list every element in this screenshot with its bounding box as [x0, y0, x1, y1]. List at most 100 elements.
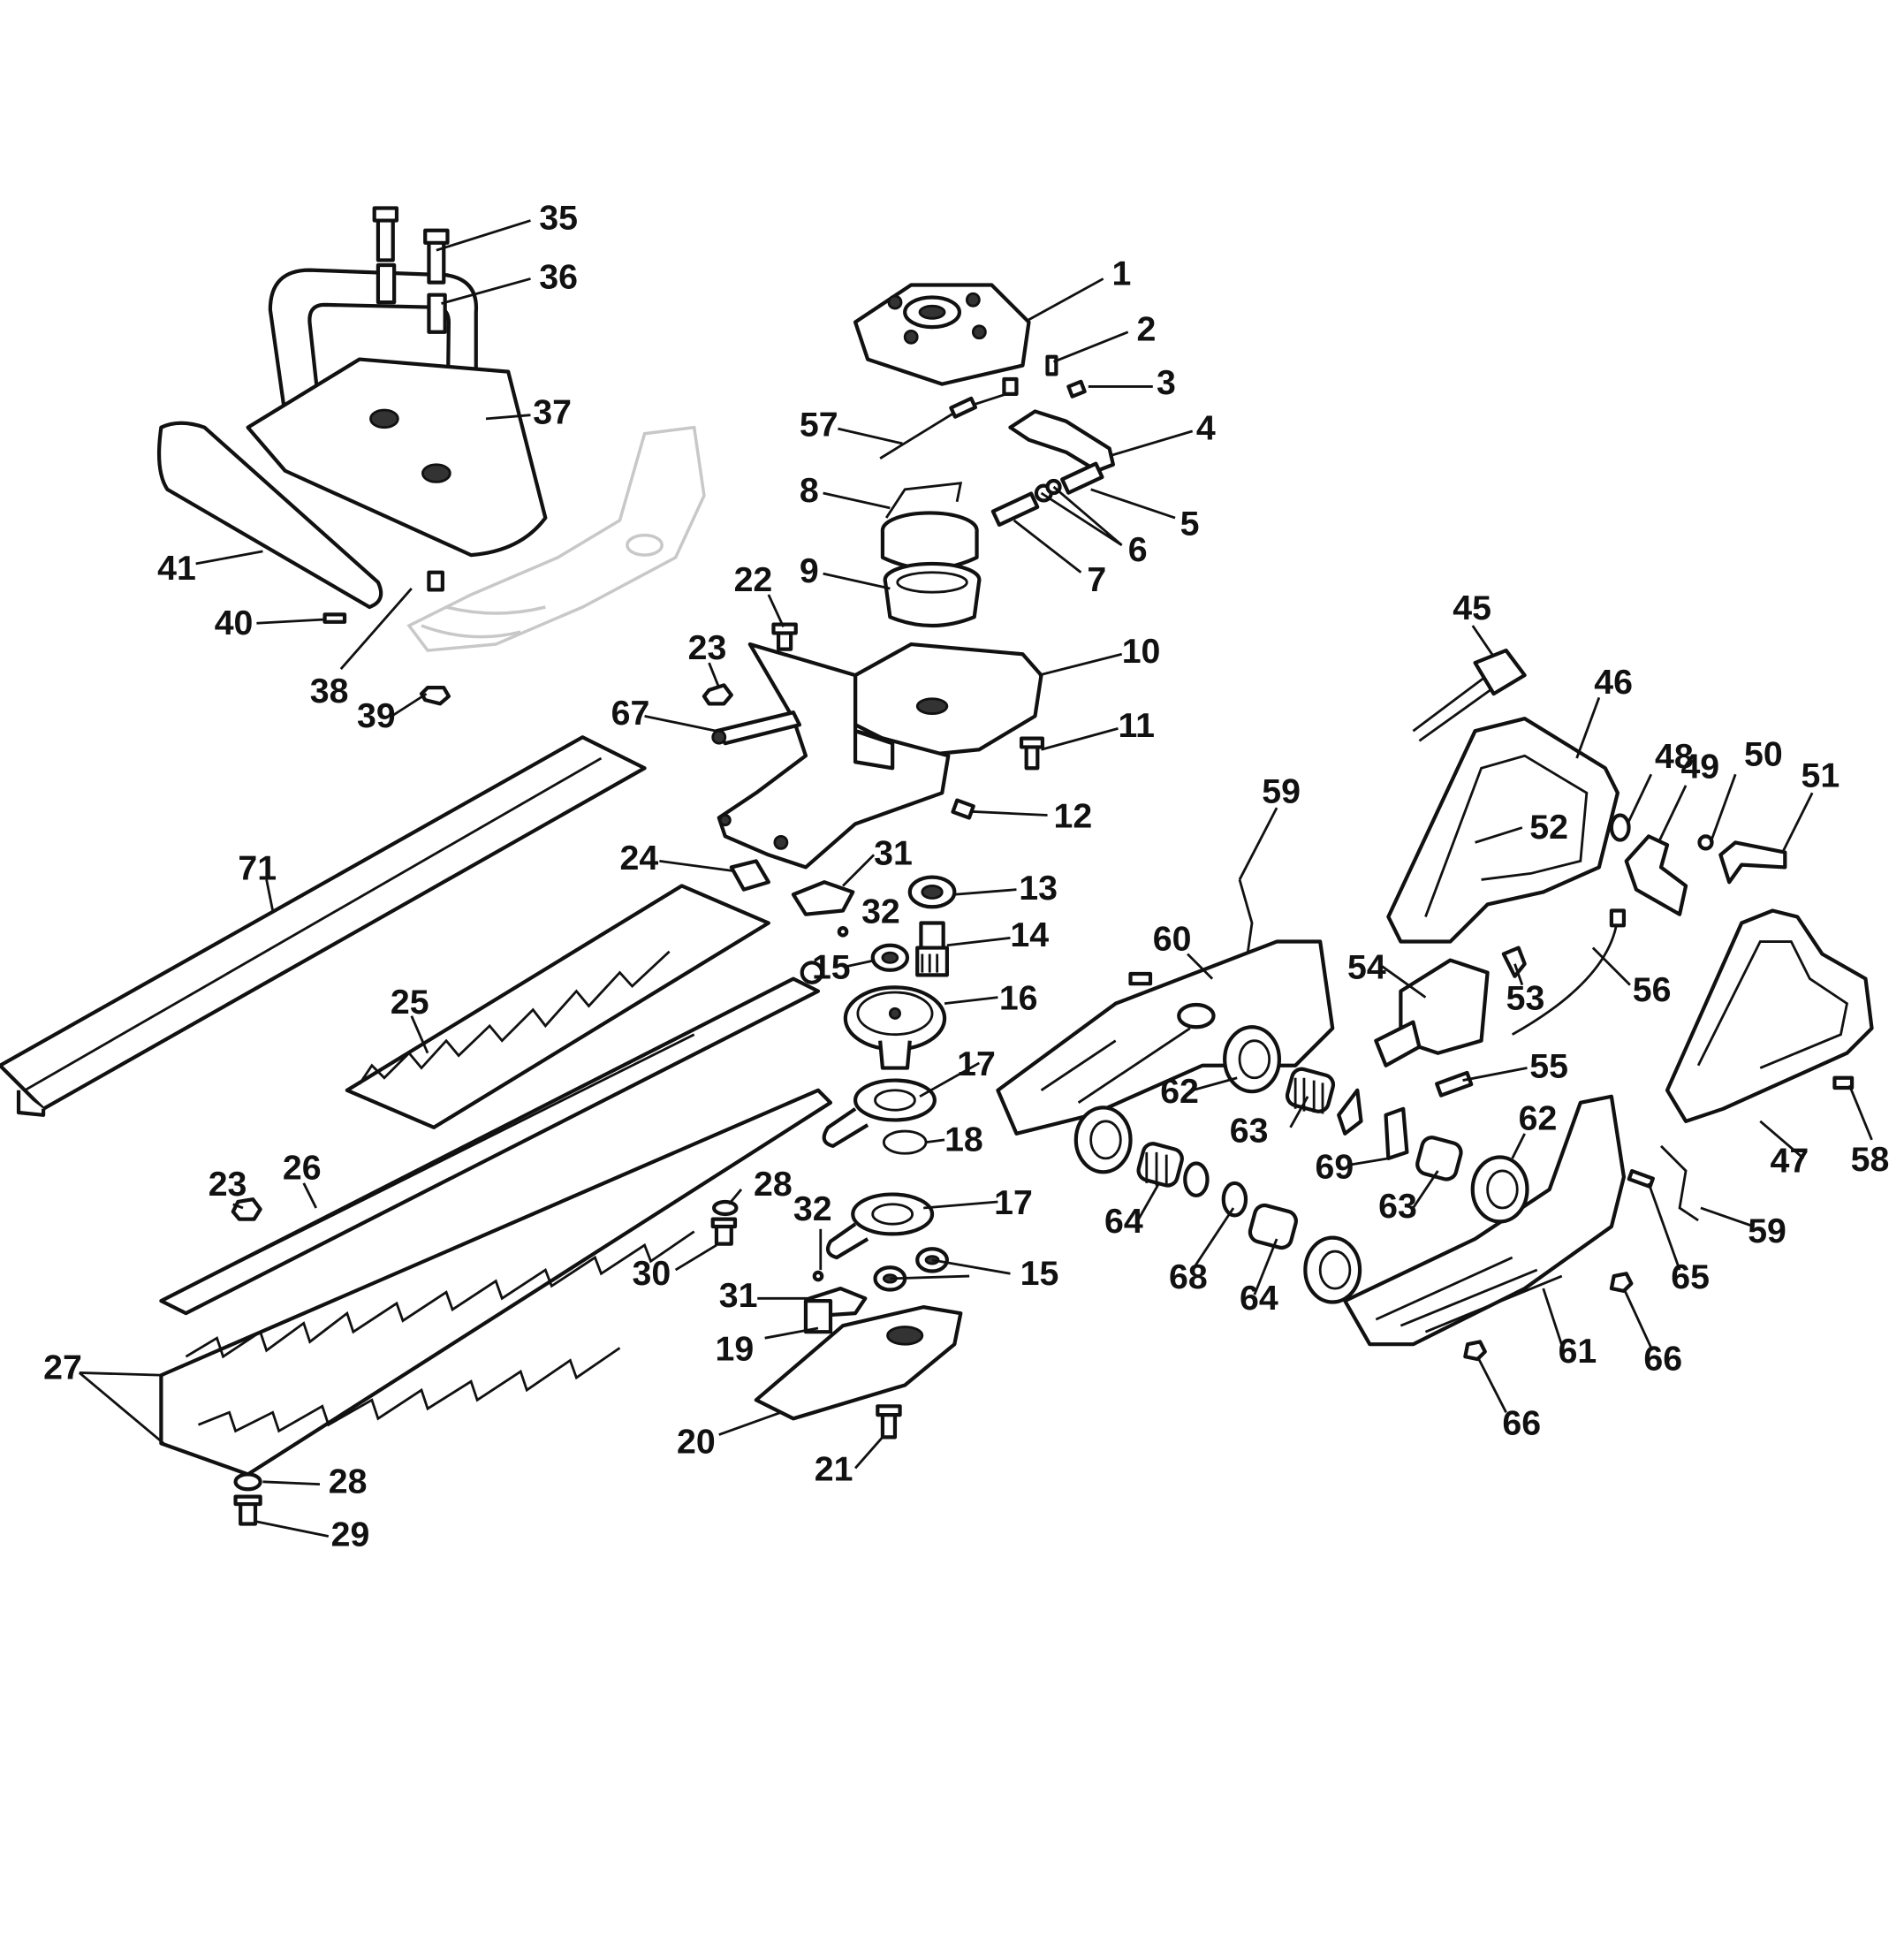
- callout-48: 48: [1655, 737, 1694, 776]
- callout-25: 25: [391, 983, 429, 1022]
- callout-23-lower: 23: [209, 1165, 247, 1204]
- callout-59-upper: 59: [1262, 772, 1301, 811]
- callout-labels: 1 2 3 4 5 6 7 8 9 10 11 12 13 14 15 15 1…: [43, 198, 1889, 1554]
- callout-47: 47: [1770, 1141, 1809, 1180]
- callout-55: 55: [1529, 1047, 1568, 1086]
- callout-64-upper: 64: [1104, 1202, 1143, 1241]
- callout-32-upper: 32: [861, 893, 900, 931]
- callout-66-left: 66: [1502, 1404, 1541, 1443]
- callout-64-lower: 64: [1240, 1279, 1278, 1318]
- callout-32-lower: 32: [793, 1189, 832, 1228]
- blade-25: [345, 884, 770, 1129]
- callout-23-upper: 23: [688, 628, 727, 667]
- callout-62-upper: 62: [1160, 1072, 1199, 1111]
- washers-68-and-brackets-69: [1183, 1088, 1409, 1218]
- circlip-18: [882, 1129, 928, 1155]
- blade-hardware: [231, 1197, 739, 1526]
- callout-49: 49: [1680, 747, 1719, 786]
- blade-guard-71: [0, 735, 647, 1117]
- callout-20: 20: [677, 1423, 716, 1462]
- callout-31-upper: 31: [874, 834, 913, 873]
- callout-13: 13: [1019, 869, 1058, 908]
- front-handle: [246, 268, 548, 558]
- ghost-body-outline: [406, 425, 706, 652]
- housing-screws: [702, 622, 1045, 820]
- trigger-switch-45: [1412, 648, 1527, 742]
- vibration-mount-54-55: [1374, 958, 1490, 1098]
- leader-lines: [78, 219, 1873, 1538]
- callout-15-lower: 15: [1020, 1254, 1059, 1293]
- crank-17-upper: [822, 1078, 937, 1148]
- callout-56: 56: [1633, 970, 1672, 1009]
- callout-2: 2: [1137, 310, 1157, 349]
- springs-63-64: [1136, 1067, 1463, 1250]
- rear-handle-lower-47: [1665, 908, 1874, 1123]
- callout-54: 54: [1347, 948, 1386, 987]
- callout-11: 11: [1119, 706, 1156, 745]
- callout-17-lower: 17: [994, 1183, 1033, 1222]
- callout-7: 7: [1087, 560, 1106, 599]
- callout-58: 58: [1851, 1140, 1890, 1179]
- callout-4: 4: [1196, 409, 1216, 448]
- callout-53: 53: [1506, 979, 1545, 1018]
- callout-22: 22: [734, 560, 773, 599]
- callout-59-lower: 59: [1748, 1212, 1786, 1250]
- callout-21: 21: [815, 1449, 853, 1488]
- blade-26: [159, 961, 824, 1316]
- callout-50: 50: [1744, 734, 1783, 773]
- blade-bracket-24: [729, 859, 770, 892]
- callout-57: 57: [800, 406, 838, 444]
- callout-39: 39: [357, 696, 396, 735]
- callout-51: 51: [1802, 756, 1840, 794]
- callout-31-lower: 31: [719, 1276, 758, 1315]
- handle-bolts: [322, 206, 451, 706]
- callout-36: 36: [539, 258, 578, 297]
- callout-67: 67: [611, 694, 650, 733]
- callout-3: 3: [1157, 363, 1176, 402]
- callout-30: 30: [633, 1254, 671, 1293]
- callout-41: 41: [157, 549, 196, 588]
- small-pins: [1045, 354, 1087, 399]
- chassis-screws: [1463, 1168, 1655, 1362]
- throttle-lever: [1008, 409, 1115, 473]
- callout-28-lower: 28: [329, 1462, 368, 1500]
- rubber-mounts-62: [1073, 1025, 1529, 1304]
- callout-46: 46: [1594, 663, 1633, 702]
- bearings-15-lower: [873, 1247, 949, 1292]
- callout-69: 69: [1316, 1147, 1354, 1186]
- callout-62-lower: 62: [1519, 1099, 1558, 1138]
- callout-24: 24: [619, 839, 658, 877]
- cable-56: [1511, 908, 1627, 1036]
- callout-61: 61: [1559, 1332, 1597, 1371]
- callout-38: 38: [310, 672, 349, 710]
- lower-gear-housing: [754, 1299, 963, 1440]
- bearing-15-upper: [870, 943, 910, 972]
- callout-40: 40: [215, 604, 254, 642]
- callout-12: 12: [1054, 797, 1093, 836]
- rear-handle-upper-46: [1386, 717, 1620, 944]
- callout-17-upper: 17: [957, 1045, 996, 1083]
- callout-60: 60: [1153, 919, 1192, 958]
- callout-19: 19: [716, 1329, 755, 1368]
- callout-8: 8: [800, 471, 819, 510]
- gear-housing: [711, 642, 1043, 870]
- callout-45: 45: [1453, 589, 1491, 627]
- gear-16: [843, 985, 947, 1070]
- gearbox-cover: [853, 283, 1031, 386]
- callout-6: 6: [1128, 530, 1148, 569]
- clutch-drum: [883, 561, 982, 628]
- callout-27: 27: [43, 1348, 82, 1386]
- callout-63-lower: 63: [1378, 1187, 1417, 1226]
- callout-10: 10: [1122, 632, 1161, 671]
- pinion-14: [915, 921, 949, 977]
- blade-27: [159, 1088, 833, 1477]
- throttle-parts-48-51: [1501, 813, 1787, 978]
- springs-upper: [990, 461, 1104, 528]
- callout-68: 68: [1169, 1257, 1208, 1296]
- callout-16: 16: [999, 979, 1038, 1018]
- callout-66-right: 66: [1643, 1340, 1682, 1379]
- crank-17-lower: [825, 1192, 935, 1260]
- throttle-cable: [879, 376, 1019, 460]
- callout-65: 65: [1671, 1257, 1710, 1296]
